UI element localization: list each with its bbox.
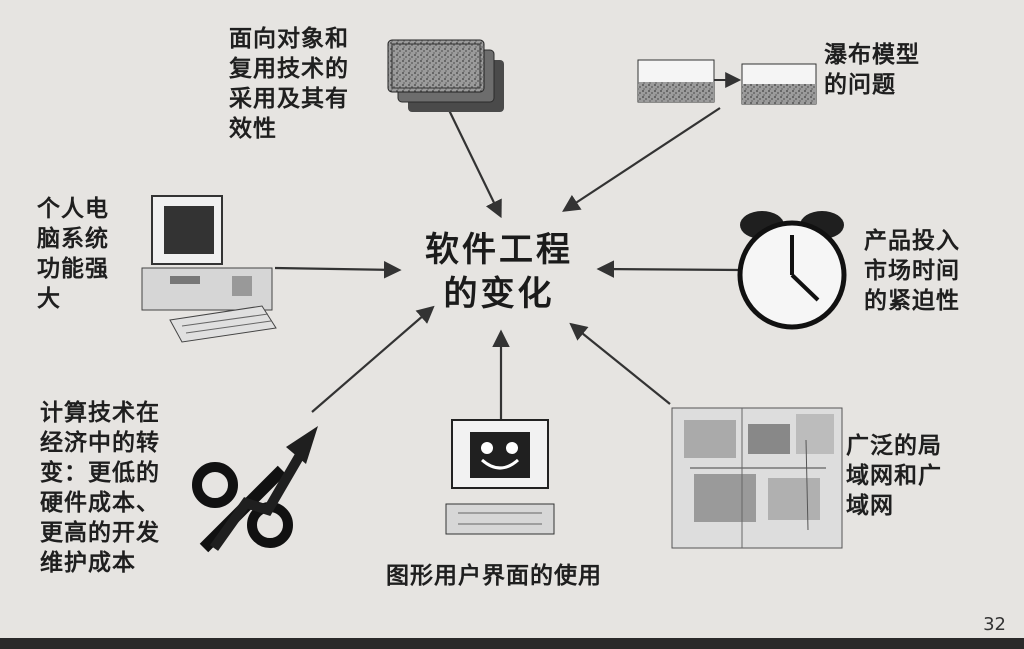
arrow-time-to-market [596, 260, 743, 278]
center-title: 软件工程 的变化 [425, 230, 573, 314]
label-gui: 图形用户界面的使用 [386, 563, 602, 589]
arrow-waterfall [562, 107, 721, 212]
label-economics: 计算技术在 经济中的转 变：更低的 硬件成本、 更高的开发 维护成本 [40, 400, 160, 576]
office-network-icon [671, 407, 843, 549]
alarm-clock-icon [737, 211, 847, 330]
personal-computer-icon [141, 195, 277, 343]
arrow-economics [311, 305, 435, 413]
smiley-computer-icon [445, 419, 555, 535]
label-time-to-market: 产品投入 市场时间 的紧迫性 [864, 228, 960, 314]
label-networks: 广泛的局 域网和广 域网 [846, 433, 942, 519]
arrow-oop-reuse [446, 105, 502, 219]
two-stage-process-icon [637, 59, 817, 105]
bottom-border [0, 638, 1024, 649]
label-oop-reuse: 面向对象和 复用技术的 采用及其有 效性 [229, 26, 349, 142]
arrow-pc-power [274, 260, 402, 279]
label-pc-power: 个人电 脑系统 功能强 大 [37, 196, 109, 312]
page-number: 32 [983, 614, 1006, 635]
stacked-windows-icon [387, 39, 504, 112]
arrow-networks [569, 322, 671, 405]
label-waterfall: 瀑布模型 的问题 [824, 42, 920, 98]
percent-trend-icon [192, 426, 318, 553]
